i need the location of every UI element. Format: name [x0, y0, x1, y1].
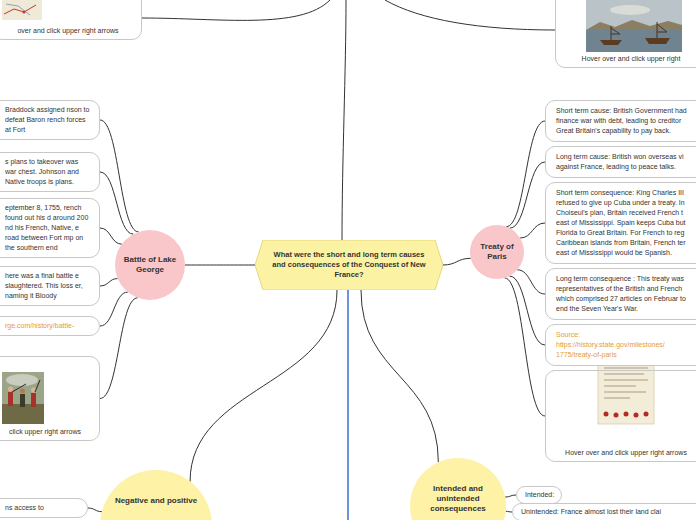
- node-text: Unintended: France almost lost their lan…: [521, 507, 696, 517]
- topic-circle: Negative and positive: [100, 470, 212, 520]
- node-text: Intended:: [525, 490, 555, 500]
- note-box: here was a final battle e slaughtered. T…: [0, 266, 100, 306]
- image-caption: over and click upper right arrows: [5, 26, 131, 36]
- branch-connector: [443, 258, 471, 265]
- note-box: Unintended: France almost lost their lan…: [512, 503, 696, 520]
- topic-circle: Battle of Lake George: [115, 230, 185, 300]
- branch-connector: [190, 290, 337, 482]
- branch-connector: [361, 290, 438, 462]
- image-card: over and click upper right arrows: [0, 0, 142, 40]
- image-card: Hover over and click upper right: [555, 0, 696, 68]
- branch-connector: [506, 121, 545, 227]
- node-text: Intended and unintended consequences: [420, 484, 496, 514]
- node-text: Short term cause: British Government had…: [556, 106, 690, 136]
- node-text: What were the short and long term causes…: [271, 250, 427, 280]
- hexagon-shape: [255, 240, 443, 290]
- branch-connector: [505, 495, 516, 497]
- offscreen-link: [385, 0, 555, 30]
- node-text: ns access to: [5, 503, 79, 513]
- node-text: here was a final battle e slaughtered. T…: [5, 271, 91, 301]
- harbour-painting: [586, 0, 682, 52]
- note-box: Source: https://history.state.gov/milest…: [545, 324, 696, 366]
- offscreen-link: [342, 0, 346, 240]
- offscreen-link: [142, 0, 330, 20]
- central-topic: What were the short and long term causes…: [255, 240, 443, 290]
- note-box: eptember 8, 1755, rench found out his d …: [0, 198, 100, 258]
- node-text: s plans to takeover was war chest. Johns…: [5, 157, 91, 187]
- image-caption: Hover over and click upper right arrows: [558, 448, 694, 458]
- note-box: Long term consequence : This treaty was …: [545, 268, 696, 320]
- image-caption: Hover over and click upper right: [568, 54, 694, 64]
- node-text: Short term consequence: King Charles III…: [556, 188, 690, 258]
- node-text: Long term consequence : This treaty was …: [556, 274, 690, 314]
- branch-connector: [100, 292, 128, 326]
- blue-line: [347, 290, 349, 520]
- node-text: Long term cause: British won overseas vi…: [556, 152, 690, 172]
- branch-connector: [100, 298, 138, 399]
- branch-connector: [185, 265, 255, 266]
- branch-connector: [520, 223, 545, 238]
- note-box: s plans to takeover was war chest. Johns…: [0, 152, 100, 192]
- branch-connector: [100, 120, 139, 232]
- node-text: Treaty of Paris: [476, 242, 518, 262]
- note-box: rge.com/history/battle-: [0, 316, 100, 336]
- topic-circle: Treaty of Paris: [470, 225, 524, 279]
- branch-connector: [100, 228, 122, 244]
- branch-connector: [100, 279, 118, 286]
- image-card: click upper right arrows: [0, 356, 100, 441]
- branch-connector: [100, 172, 133, 234]
- node-text: eptember 8, 1755, rench found out his d …: [5, 203, 91, 253]
- note-box: Long term cause: British won overseas vi…: [545, 146, 696, 178]
- note-box: Short term consequence: King Charles III…: [545, 182, 696, 264]
- node-text: Negative and positive: [115, 496, 197, 506]
- branch-connector: [505, 278, 545, 416]
- branch-connector: [509, 276, 545, 345]
- image-card: Hover over and click upper right arrows: [545, 370, 696, 462]
- node-text: Braddock assigned nson to defeat Baron r…: [5, 105, 91, 135]
- branch-connector: [88, 508, 102, 512]
- battle-painting: [2, 372, 44, 424]
- node-text: rge.com/history/battle-: [5, 321, 91, 331]
- map-picture: [2, 0, 42, 20]
- note-box: Short term cause: British Government had…: [545, 100, 696, 142]
- node-text: Source: https://history.state.gov/milest…: [556, 330, 690, 360]
- image-caption: click upper right arrows: [1, 427, 89, 437]
- note-box: Intended:: [516, 486, 562, 504]
- note-box: Braddock assigned nson to defeat Baron r…: [0, 100, 100, 140]
- node-text: Battle of Lake George: [121, 255, 179, 275]
- note-box: ns access to: [0, 498, 88, 518]
- branch-connector: [510, 162, 545, 228]
- topic-circle: Intended and unintended consequences: [410, 458, 506, 520]
